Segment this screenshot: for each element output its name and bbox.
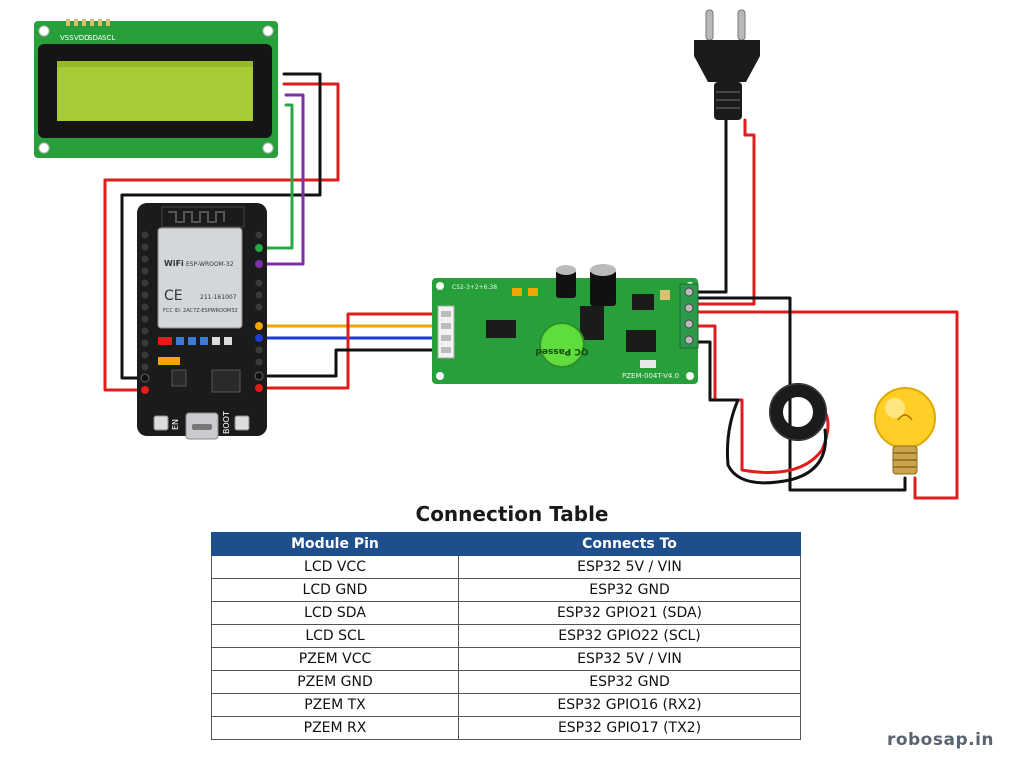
pzem-module: C52-3+2+6.38 QC Passed PZEM-004T-V4.0	[432, 264, 699, 384]
wires	[103, 72, 959, 500]
wire-pzem-gnd-black	[256, 348, 440, 378]
esp32-wifi-logo: WiFi	[164, 259, 184, 268]
cell-connects-to: ESP32 GND	[458, 670, 801, 694]
cell-module-pin: PZEM TX	[211, 693, 459, 717]
esp32-en-label: EN	[171, 419, 180, 430]
esp32-fcc-id: FCC ID: 2AC7Z-ESPWROOM32	[163, 308, 238, 314]
esp32-right-pins	[255, 231, 263, 366]
wire-load-black	[695, 296, 907, 492]
ct-ring	[769, 383, 827, 441]
esp32-pin-gpio17	[255, 322, 263, 330]
header-connects-to: Connects To	[458, 532, 801, 556]
cell-module-pin: LCD SCL	[211, 624, 459, 648]
ac-plug	[694, 9, 760, 120]
lcd-pin-label-sda: SDA	[88, 34, 103, 42]
current-transformer	[769, 383, 827, 441]
wire-ct-red	[695, 324, 830, 474]
esp32-pin-gpio21	[255, 260, 263, 268]
pzem-uart-header	[437, 305, 455, 359]
wire-lcd-vcc-red	[103, 82, 340, 392]
lcd-pin-label-scl: SCL	[102, 34, 115, 42]
cell-module-pin: LCD SDA	[211, 601, 459, 625]
plug-prong-left	[705, 9, 714, 41]
esp32-pin-vin-right	[255, 384, 263, 392]
cell-module-pin: LCD GND	[211, 578, 459, 602]
cell-connects-to: ESP32 GPIO16 (RX2)	[458, 693, 801, 717]
pzem-small-label: C52-3+2+6.38	[452, 284, 497, 291]
bulb-glass	[874, 387, 936, 449]
cell-module-pin: PZEM RX	[211, 716, 459, 740]
esp32-boot-label: BOOT	[222, 411, 231, 434]
cell-connects-to: ESP32 GND	[458, 578, 801, 602]
esp32-module-name: ESP-WROOM-32	[186, 261, 234, 268]
wire-lcd-scl-green	[256, 103, 294, 250]
esp32-smd-parts	[158, 337, 241, 393]
pzem-capacitor-1	[556, 265, 576, 298]
lcd-pin-label-vdd: VDD	[74, 34, 90, 42]
wire-lcd-gnd-black	[120, 72, 322, 380]
wire-ac-line-black	[695, 118, 728, 294]
connection-table-title: Connection Table	[415, 502, 609, 526]
cell-connects-to: ESP32 GPIO17 (TX2)	[458, 716, 801, 740]
pzem-capacitor-2	[590, 264, 616, 306]
esp32-left-pins	[141, 231, 149, 371]
lcd-pin-label-vss: VSS	[60, 34, 74, 42]
wire-lcd-sda-purple	[256, 93, 305, 266]
esp32-wroom-module	[157, 227, 243, 329]
plug-prong-right	[737, 9, 746, 41]
esp32-pin-gnd-left	[140, 373, 150, 383]
esp32-pin-gnd-right	[254, 371, 264, 381]
esp32-pin-gpio22	[255, 244, 263, 252]
header-module-pin: Module Pin	[211, 532, 459, 556]
cell-connects-to: ESP32 GPIO21 (SDA)	[458, 601, 801, 625]
wire-ac-neutral-red	[695, 118, 756, 306]
cell-module-pin: PZEM GND	[211, 670, 459, 694]
wire-lamp-red	[695, 310, 959, 500]
pzem-board-label: PZEM-004T-V4.0	[622, 372, 679, 380]
watermark-text: robosap.in	[886, 730, 994, 750]
lcd-screen	[57, 61, 253, 121]
ce-mark-icon: CE	[164, 288, 183, 304]
table-header-row: Module Pin Connects To	[211, 532, 801, 556]
plug-body	[694, 40, 760, 82]
lcd-module: VSS VDD SDA SCL	[34, 19, 278, 158]
esp32-antenna	[161, 206, 245, 228]
esp32-cert-code: 211-161007	[200, 294, 237, 301]
cell-connects-to: ESP32 5V / VIN	[458, 555, 801, 579]
esp32-en-button[interactable]	[153, 415, 169, 431]
light-bulb-icon	[874, 387, 936, 475]
lcd-header-pins	[66, 19, 110, 26]
esp32-pin-gpio16	[255, 334, 263, 342]
cell-module-pin: PZEM VCC	[211, 647, 459, 671]
wire-ct-black	[695, 340, 828, 485]
esp32-pin-vin-left	[141, 386, 149, 394]
cell-connects-to: ESP32 5V / VIN	[458, 647, 801, 671]
cell-connects-to: ESP32 GPIO22 (SCL)	[458, 624, 801, 648]
esp32-boot-button[interactable]	[234, 415, 250, 431]
pzem-qc-badge	[539, 322, 585, 368]
wiring-diagram: VSS VDD SDA SCL WiFi ESP-WROOM-32 CE 211…	[34, 9, 959, 500]
esp32-board: WiFi ESP-WROOM-32 CE 211-161007 FCC ID: …	[137, 203, 267, 440]
pzem-terminal-block	[679, 283, 699, 349]
cell-module-pin: LCD VCC	[211, 555, 459, 579]
pzem-qc-text: QC Passed	[535, 346, 588, 356]
